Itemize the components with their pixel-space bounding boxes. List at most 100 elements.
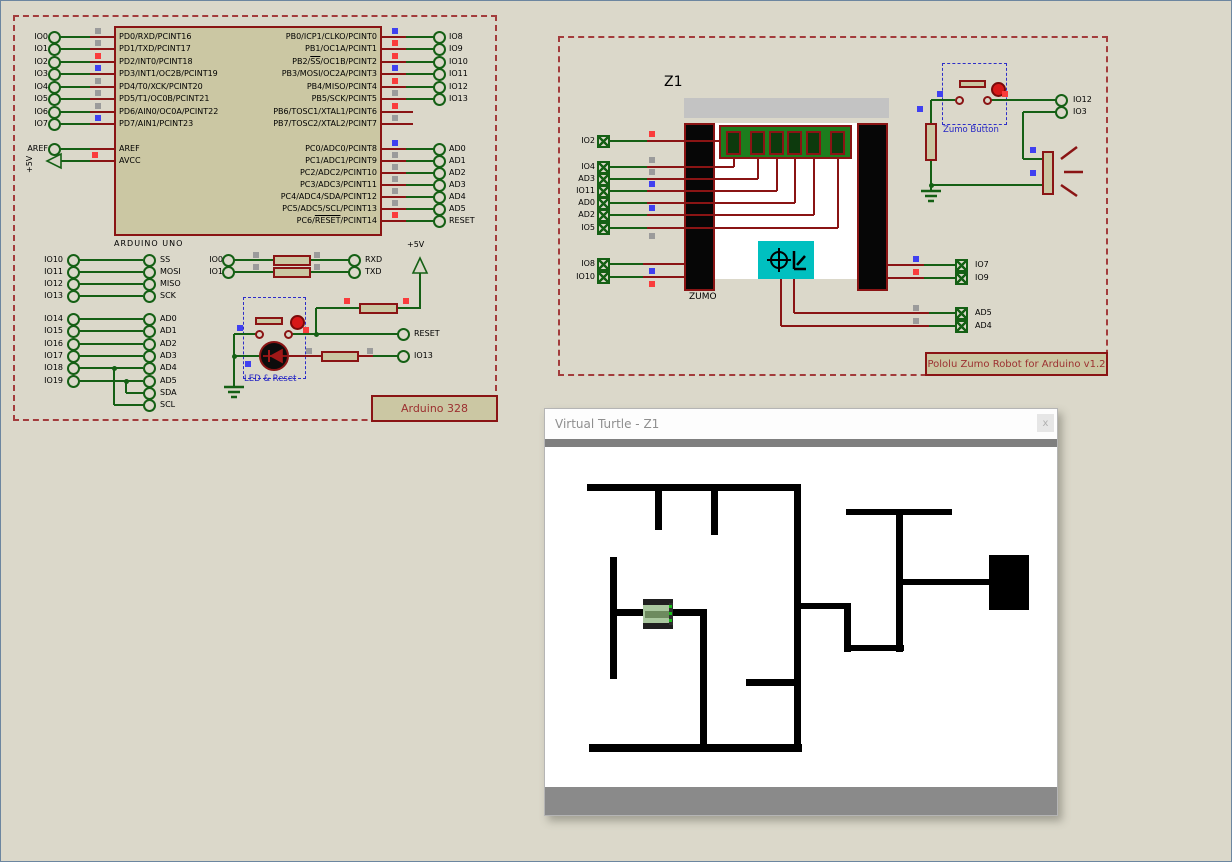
push-button-contact (284, 330, 293, 339)
state-indicator-blue (913, 256, 919, 262)
wire (79, 271, 143, 273)
wire (647, 190, 777, 192)
chip-pin-label: PC4/ADC4/SDA/PCINT12 (280, 192, 377, 201)
push-button-bar[interactable] (255, 317, 283, 325)
terminal-label-IO13: IO13 (414, 351, 433, 360)
state-indicator-gray (392, 90, 398, 96)
push-button-actuator[interactable] (290, 315, 305, 330)
maze-goal (989, 555, 1029, 610)
terminal-label-IO3: IO3 (34, 69, 48, 78)
wire (316, 307, 359, 309)
terminal-label-AD3: AD3 (160, 351, 177, 360)
wire (647, 140, 721, 142)
terminal-label-TXD: TXD (365, 267, 382, 276)
wire (315, 308, 317, 335)
wire (929, 312, 956, 314)
wire (79, 343, 143, 345)
wire (90, 48, 114, 50)
wire (234, 355, 259, 357)
chip-pin-label: PB5/SCK/PCINT5 (311, 94, 377, 103)
terminal-label-IO12: IO12 (44, 279, 63, 288)
wire (382, 98, 406, 100)
wire (733, 159, 735, 167)
terminal-IO9 (433, 43, 446, 56)
terminal-label-IO9: IO9 (449, 44, 463, 53)
state-indicator-gray (95, 90, 101, 96)
wire (126, 392, 144, 394)
wire (113, 368, 115, 405)
maze-wall (700, 611, 707, 750)
wire (357, 355, 373, 357)
wire (382, 184, 406, 186)
chip-pin-label: PD3/INT1/OC2B/PCINT19 (119, 69, 218, 78)
state-indicator-gray (314, 264, 320, 270)
terminal-label-IO15: IO15 (44, 326, 63, 335)
robot-tread-bottom (643, 623, 673, 629)
terminal-label-IO8: IO8 (581, 259, 595, 268)
wire (886, 264, 924, 266)
maze-wall (711, 488, 718, 535)
window-titlebar[interactable]: Virtual Turtle - Z1 x (545, 409, 1057, 439)
resistor (273, 255, 311, 266)
wire (382, 148, 406, 150)
push-button-bar[interactable] (959, 80, 986, 88)
chip-pin-label: PD7/AIN1/PCINT23 (119, 119, 194, 128)
push-button-contact (983, 96, 992, 105)
state-indicator-blue (392, 140, 398, 146)
state-indicator-gray (95, 40, 101, 46)
wire (59, 111, 90, 113)
robot-sensor-led (669, 605, 672, 608)
chip-pin-label: PD5/T1/OC0B/PCINT21 (119, 94, 210, 103)
wire (307, 259, 349, 261)
junction-dot (112, 366, 117, 371)
terminal-label-AD2: AD2 (160, 339, 177, 348)
terminal-label-IO10: IO10 (449, 57, 468, 66)
wire (406, 48, 434, 50)
state-indicator-gray (392, 115, 398, 121)
wire (382, 86, 406, 88)
wire (90, 73, 114, 75)
state-indicator-gray (95, 28, 101, 34)
junction-dot (124, 379, 129, 384)
state-indicator-gray (306, 348, 312, 354)
close-icon[interactable]: x (1037, 414, 1054, 432)
chip-pin-label: PC0/ADC0/PCINT8 (305, 144, 377, 153)
chip-pin-label: PC5/ADC5/SCL/PCINT13 (282, 204, 377, 213)
terminal-label-IO2: IO2 (34, 57, 48, 66)
state-indicator-blue (95, 65, 101, 71)
zumo-blade (684, 98, 889, 118)
wire (382, 160, 406, 162)
terminal-label-IO1: IO1 (34, 44, 48, 53)
wire (647, 178, 758, 180)
wire (886, 277, 924, 279)
wire (643, 263, 686, 265)
wire (234, 333, 256, 335)
state-indicator-blue (392, 65, 398, 71)
terminal-label-IO13: IO13 (449, 94, 468, 103)
wire (90, 86, 114, 88)
zumo-button-group-label: Zumo Button (943, 125, 999, 135)
state-indicator-red (92, 152, 98, 158)
terminal-label-AD4: AD4 (449, 192, 466, 201)
zumo-sheet-label-box: Pololu Zumo Robot for Arduino v1.2 (925, 352, 1108, 376)
chip-pin-label: AREF (119, 144, 140, 153)
state-indicator-red (95, 53, 101, 59)
wire (647, 214, 814, 216)
terminal-RESET (433, 215, 446, 228)
terminal-label-IO19: IO19 (44, 376, 63, 385)
chip-caption: ARDUINO UNO (114, 239, 184, 248)
wire (930, 100, 932, 123)
robot-sensor-led (669, 619, 672, 622)
maze-wall (896, 512, 903, 652)
terminal-label-MISO: MISO (160, 279, 181, 288)
virtual-turtle-window: Virtual Turtle - Z1 x (544, 408, 1058, 816)
wire (396, 307, 421, 309)
state-indicator-gray (392, 188, 398, 194)
wire (382, 220, 406, 222)
wire (609, 140, 647, 142)
chip-pin-label: PB6/TOSC1/XTAL1/PCINT6 (273, 107, 377, 116)
terminal-label-IO7: IO7 (34, 119, 48, 128)
state-indicator-gray (913, 305, 919, 311)
terminal-RESET (397, 328, 410, 341)
wire (289, 355, 321, 357)
